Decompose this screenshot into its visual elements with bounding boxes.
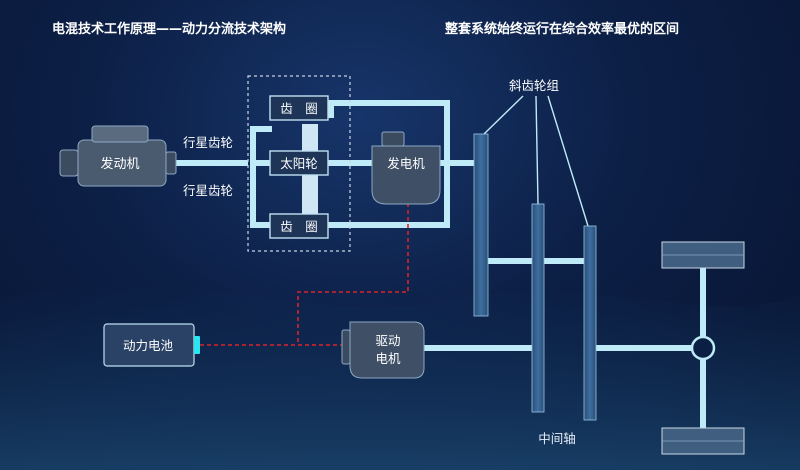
planetary-frame: [247, 75, 351, 252]
intermediate-shaft-label: 中间轴: [538, 431, 576, 446]
helical-leaders: [483, 95, 589, 227]
engine-label: 发动机: [100, 156, 139, 172]
helical-bar-2: [531, 203, 545, 413]
wheels: [661, 241, 745, 455]
battery-label: 动力电池: [123, 338, 174, 353]
drive-motor-label-1: 驱动: [375, 333, 400, 348]
carrier-mid-arm: [250, 160, 272, 166]
helical-bar-1: [473, 133, 489, 317]
ring-gear-top-label: 齿 圈: [280, 101, 318, 116]
helical-gear-bars: [473, 133, 597, 421]
sun-gear: 太阳轮: [269, 150, 329, 176]
helical-bar-3: [583, 225, 597, 421]
planet-gear-top-label: 行星齿轮: [183, 135, 233, 150]
left-title: 电混技术工作原理——动力分流技术架构: [52, 22, 287, 37]
output-shaft: [596, 345, 700, 351]
drive-motor: 驱动 电机: [341, 321, 425, 379]
ring-top-loop-v: [444, 100, 450, 166]
helical-link-1: [488, 258, 532, 264]
carrier-vertical: [250, 126, 256, 228]
battery: 动力电池: [103, 323, 200, 367]
right-title: 整套系统始终运行在综合效率最优的区间: [445, 22, 680, 37]
power-lines: [200, 196, 409, 346]
carrier-bottom-arm: [250, 222, 272, 228]
helical-gear-set-label: 斜齿轮组: [509, 78, 559, 93]
ring-gear-top: 齿 圈: [269, 95, 329, 121]
ring-gear-bottom: 齿 圈: [269, 213, 329, 239]
helical-link-2: [544, 258, 584, 264]
motor-shaft: [424, 345, 532, 351]
ring-bottom-loop-h: [328, 222, 448, 228]
gen-helical-shaft: [440, 160, 476, 166]
ring-gear-bottom-label: 齿 圈: [280, 219, 318, 234]
drive-motor-label-2: 电机: [375, 351, 401, 366]
planet-gear-bottom-label: 行星齿轮: [183, 183, 233, 198]
differential: [690, 335, 716, 361]
ring-top-loop-h: [328, 100, 448, 106]
generator: 发电机: [371, 131, 441, 205]
engine-shaft: [168, 160, 248, 166]
ring-top-link: [328, 100, 334, 118]
sun-gear-label: 太阳轮: [280, 156, 318, 171]
engine: 发动机: [59, 125, 177, 187]
carrier-top-arm: [250, 126, 272, 132]
sun-gen-shaft: [328, 160, 374, 166]
generator-label: 发电机: [387, 156, 425, 171]
ring-bottom-loop-v: [444, 160, 450, 228]
